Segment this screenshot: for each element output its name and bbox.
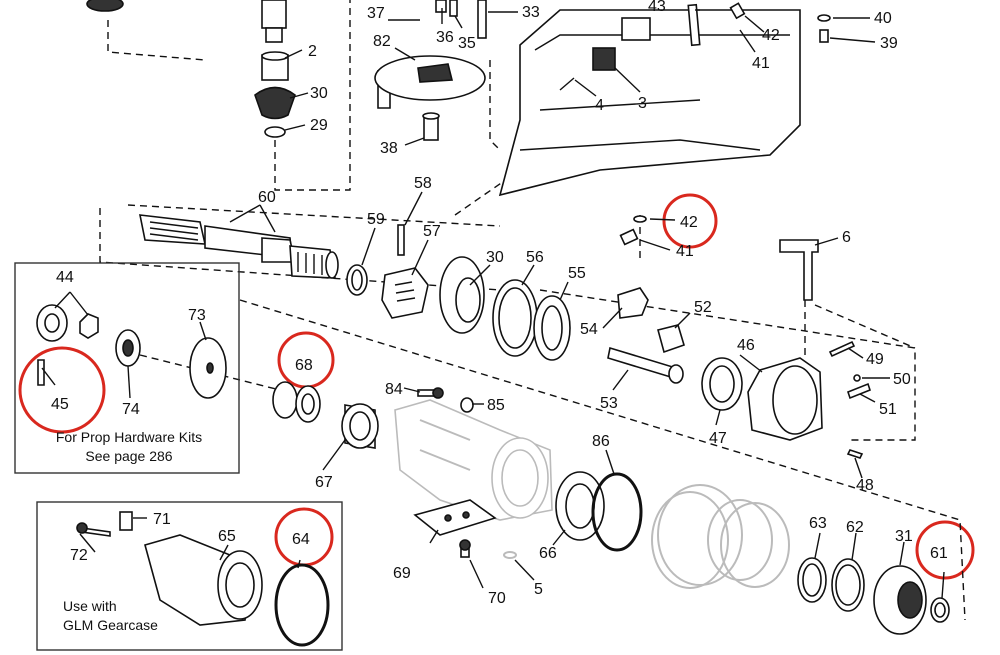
callout-55: 55 [568,265,586,282]
shaft-components [346,224,571,361]
callout-42-top: 42 [762,27,780,44]
glm-note-line2: GLM Gearcase [63,617,158,633]
lower-components [413,387,643,558]
callout-33: 33 [522,4,540,21]
callout-37: 37 [367,5,385,22]
callout-2: 2 [308,43,317,60]
callout-85: 85 [487,397,505,414]
callout-84: 84 [385,381,403,398]
gearcase-housing [498,9,801,197]
highlight-circle-61 [915,520,975,580]
callout-73: 73 [188,307,206,324]
callout-35: 35 [458,35,476,52]
callout-44: 44 [56,269,74,286]
prop-kit-note-line1: For Prop Hardware Kits [56,429,202,445]
callout-39: 39 [880,35,898,52]
bearings [115,329,379,449]
prop-hardware-inset-box [14,262,240,474]
shift-components [607,239,871,459]
callout-numbers: 2 30 29 37 82 38 36 35 33 4 3 43 42 41 4… [51,0,948,607]
callout-5: 5 [534,581,543,598]
callout-40: 40 [874,10,892,27]
callout-57: 57 [423,223,441,240]
callout-53: 53 [600,395,618,412]
highlight-circle-45 [18,346,106,434]
bottom-right-parts [797,557,950,635]
callout-82: 82 [373,33,391,50]
callout-47: 47 [709,430,727,447]
callout-50: 50 [893,371,911,388]
callout-65: 65 [218,528,236,545]
driveshaft-assembly [86,0,296,138]
callout-67: 67 [315,474,333,491]
pump-plate [374,0,487,141]
callout-49: 49 [866,351,884,368]
callout-54: 54 [580,321,598,338]
callout-42: 42 [680,214,698,231]
leader-lines [41,8,945,599]
callout-41: 41 [676,243,694,260]
glm-gearcase-inset-box [36,501,343,651]
callout-45: 45 [51,396,69,413]
bearing-carrier-housing [394,399,790,589]
callout-38: 38 [380,140,398,157]
callout-41-top: 41 [752,55,770,72]
callout-74: 74 [122,401,140,418]
prop-hardware-parts [36,304,99,386]
callout-58: 58 [414,175,432,192]
callout-56: 56 [526,249,544,266]
highlight-circle-42 [662,193,718,249]
callout-62: 62 [846,519,864,536]
callout-66: 66 [539,545,557,562]
callout-63: 63 [809,515,827,532]
callout-69: 69 [393,565,411,582]
callout-71: 71 [153,511,171,528]
propeller-shaft [138,214,339,279]
callout-68: 68 [295,357,313,374]
glm-note-line1: Use with [63,598,117,614]
callout-70: 70 [488,590,506,607]
glm-parts [76,511,330,647]
callout-30: 30 [310,85,328,102]
callout-31: 31 [895,528,913,545]
callout-60: 60 [258,189,276,206]
callout-72: 72 [70,547,88,564]
callout-86: 86 [592,433,610,450]
callout-4: 4 [595,97,604,114]
callout-51: 51 [879,401,897,418]
callout-46: 46 [737,337,755,354]
callout-64: 64 [292,531,310,548]
callout-30-lower: 30 [486,249,504,266]
callout-6: 6 [842,229,851,246]
callout-52: 52 [694,299,712,316]
top-right-fasteners [619,2,831,246]
callout-59: 59 [367,211,385,228]
callout-43: 43 [648,0,666,15]
prop-kit-note-line2: See page 286 [85,448,172,464]
callout-36: 36 [436,29,454,46]
callout-3: 3 [638,95,647,112]
assembly-guide-lines [99,0,966,621]
callout-29: 29 [310,117,328,134]
callout-61: 61 [930,545,948,562]
callout-48: 48 [856,477,874,494]
